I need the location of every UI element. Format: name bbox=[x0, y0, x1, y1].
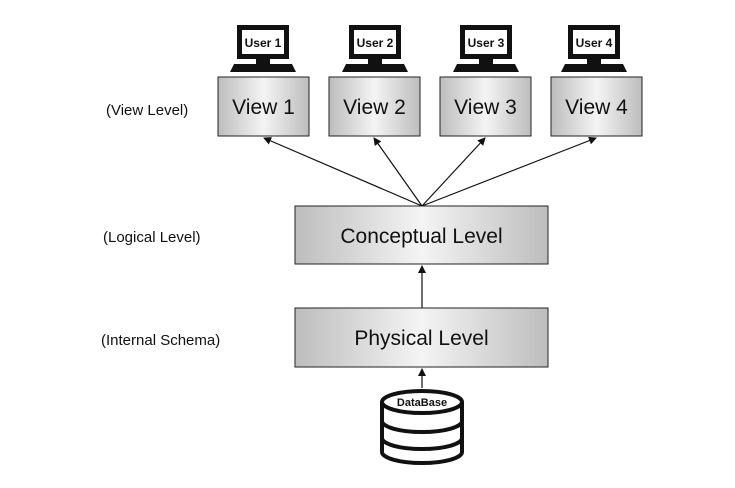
user-1-computer-icon: User 1 bbox=[230, 25, 296, 72]
user-3-label: User 3 bbox=[468, 36, 505, 50]
view-3-label: View 3 bbox=[454, 96, 517, 119]
view-4-label: View 4 bbox=[565, 96, 628, 119]
view-3-box: View 3 bbox=[439, 76, 532, 137]
view-1-box: View 1 bbox=[217, 76, 310, 137]
internal-schema-label: (Internal Schema) bbox=[101, 332, 220, 349]
user-2-computer-icon: User 2 bbox=[342, 25, 408, 72]
physical-level-label: Physical Level bbox=[354, 327, 488, 350]
view-2-box: View 2 bbox=[328, 76, 421, 137]
view-4-box: View 4 bbox=[550, 76, 643, 137]
user-4-label: User 4 bbox=[576, 36, 613, 50]
database-label: DataBase bbox=[397, 397, 447, 409]
arrow-to-view-3 bbox=[421, 137, 486, 207]
arrow-to-view-1 bbox=[263, 137, 423, 207]
logical-level-label: (Logical Level) bbox=[103, 229, 201, 246]
physical-level-box: Physical Level bbox=[294, 307, 549, 368]
conceptual-level-label: Conceptual Level bbox=[340, 225, 502, 248]
view-2-label: View 2 bbox=[343, 96, 406, 119]
user-3-computer-icon: User 3 bbox=[453, 25, 519, 72]
conceptual-level-box: Conceptual Level bbox=[294, 205, 549, 265]
user-4-computer-icon: User 4 bbox=[561, 25, 627, 72]
view-1-label: View 1 bbox=[232, 96, 295, 119]
arrow-to-view-4 bbox=[421, 136, 597, 207]
arrow-to-view-2 bbox=[373, 137, 423, 207]
database-cylinder-icon: DataBase bbox=[380, 389, 464, 465]
view-level-label: (View Level) bbox=[106, 102, 188, 119]
user-1-label: User 1 bbox=[245, 36, 282, 50]
user-2-label: User 2 bbox=[357, 36, 394, 50]
